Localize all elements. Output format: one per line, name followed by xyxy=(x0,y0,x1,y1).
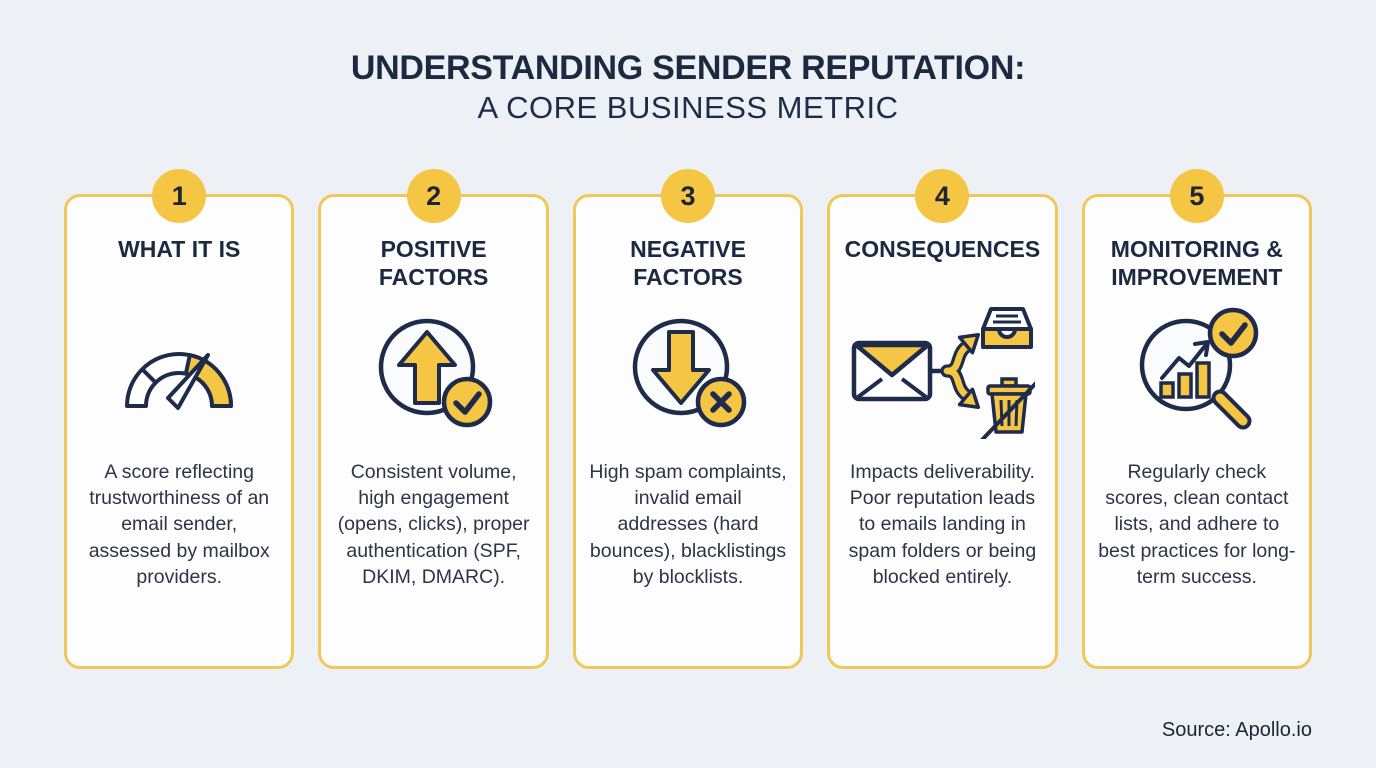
email-split-inbox-trash-icon xyxy=(830,297,1054,445)
card-title: CONSEQUENCES xyxy=(844,236,1041,263)
source-attribution: Source: Apollo.io xyxy=(1161,719,1312,741)
magnifier-chart-check-icon xyxy=(1085,297,1309,445)
step-number-badge: 4 xyxy=(915,169,970,224)
card-what-it-is: 1 WHAT IT IS A score reflecting trustwor… xyxy=(64,169,295,670)
gauge-icon xyxy=(67,297,291,445)
arrow-up-check-icon xyxy=(321,297,545,445)
card-monitoring-improvement: 5 MONITORING & IMPROVEMENT Regularly che… xyxy=(1081,169,1313,670)
card-body: A score reflecting trustworthiness of an… xyxy=(88,461,270,588)
card-title: WHAT IT IS xyxy=(118,236,241,263)
card-body: Regularly check scores, clean contact li… xyxy=(1098,461,1296,588)
step-number-badge: 2 xyxy=(406,169,461,224)
step-number-badge: 5 xyxy=(1169,169,1224,224)
card-positive-factors: 2 POSITIVE FACTORS Consistent volume, hi… xyxy=(318,169,549,670)
arrow-down-x-icon xyxy=(576,297,800,445)
card-title: MONITORING & IMPROVEMENT xyxy=(1110,236,1283,291)
card-body: Impacts deliverability. Poor reputation … xyxy=(848,461,1037,588)
title-line-2: A CORE BUSINESS METRIC xyxy=(477,90,899,126)
page-title: UNDERSTANDING SENDER REPUTATION: A CORE … xyxy=(0,0,1376,128)
card-consequences: 4 CONSEQUENCES xyxy=(827,169,1058,670)
step-number-badge: 3 xyxy=(661,169,716,224)
card-title: NEGATIVE FACTORS xyxy=(630,236,746,291)
step-number-badge: 1 xyxy=(152,169,207,224)
cards-row: 1 WHAT IT IS A score reflecting trustwor… xyxy=(0,169,1376,670)
card-negative-factors: 3 NEGATIVE FACTORS High spam complaints,… xyxy=(572,169,804,670)
card-title: POSITIVE FACTORS xyxy=(378,236,489,291)
title-line-1: UNDERSTANDING SENDER REPUTATION: xyxy=(350,49,1026,87)
card-body: Consistent volume, high engagement (open… xyxy=(337,461,530,588)
card-body: High spam complaints, invalid email addr… xyxy=(589,461,787,588)
